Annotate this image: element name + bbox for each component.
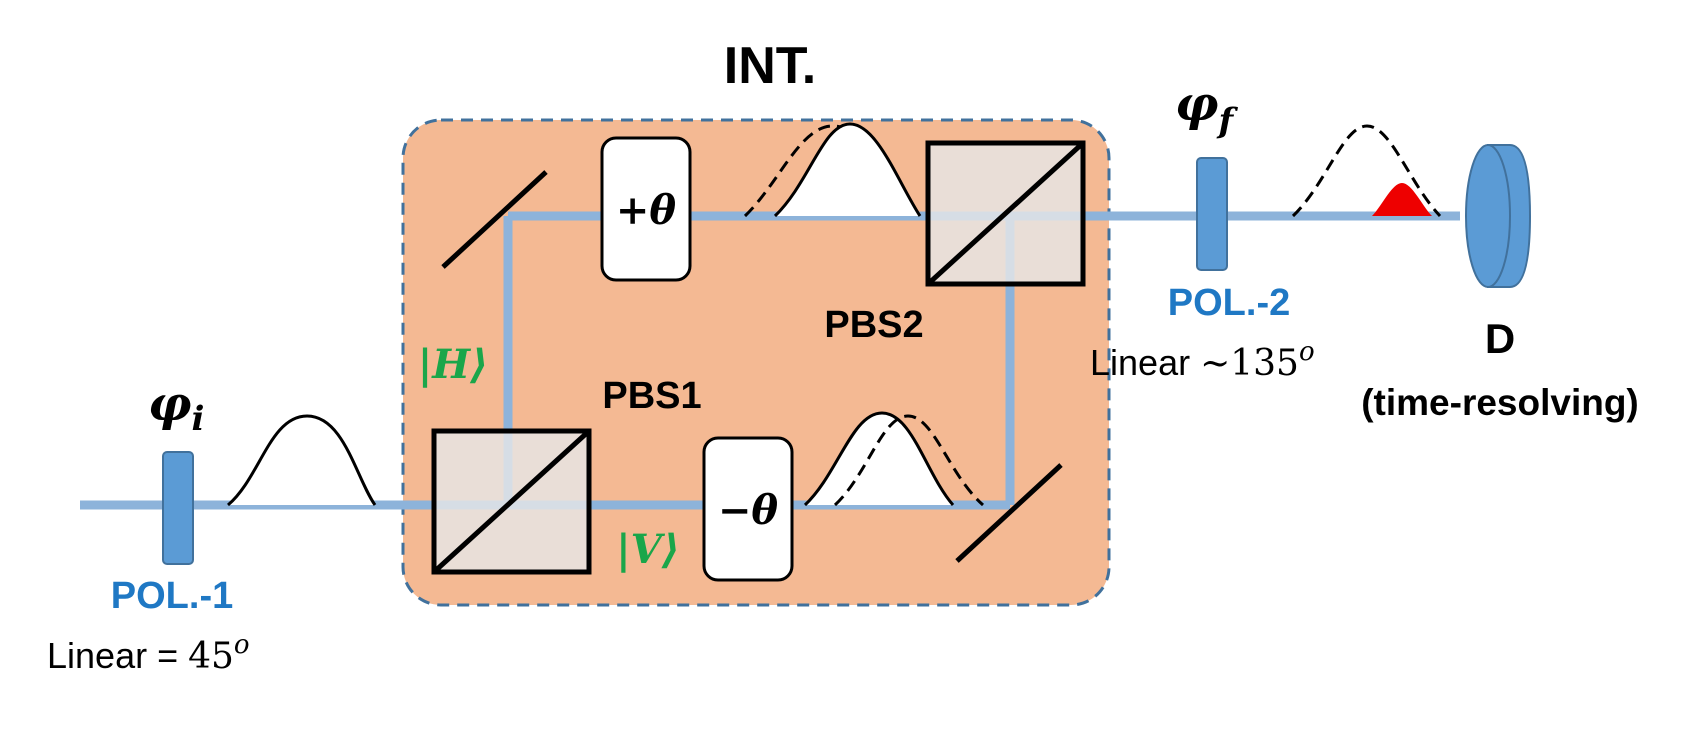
phase-plus-box — [600, 136, 692, 282]
pol1-setting: Linear = 45o — [47, 630, 250, 677]
pol1-name: POL.-1 — [111, 575, 233, 617]
phi-i-label: φi — [148, 376, 204, 439]
upper-pulse — [743, 122, 922, 218]
pol2-setting: Linear ~135o — [1090, 337, 1315, 384]
lower-mirror — [955, 463, 1063, 563]
lower-pulse — [803, 411, 984, 507]
output-pulse — [1291, 124, 1442, 218]
phase-minus-label: −θ — [718, 487, 779, 534]
detector — [1465, 144, 1532, 288]
pbs2-cube — [925, 140, 1086, 287]
detector-label: D — [1485, 315, 1515, 362]
phi-f-label: φf — [1175, 76, 1238, 141]
state-h-label: |H⟩ — [418, 341, 489, 388]
pbs2-label: PBS2 — [824, 304, 923, 346]
state-v-label: |V⟩ — [616, 526, 680, 573]
pbs1-label: PBS1 — [602, 375, 701, 417]
detector-description: (time-resolving) — [1361, 382, 1639, 423]
pbs1-cube — [431, 428, 592, 575]
polarizer-2 — [1196, 157, 1228, 271]
polarizer-1 — [162, 451, 194, 565]
pol2-name: POL.-2 — [1168, 282, 1290, 324]
upper-mirror — [441, 170, 548, 269]
phase-plus-label: +θ — [616, 187, 677, 234]
phase-minus-box — [702, 436, 794, 582]
detected-signal — [1372, 183, 1432, 216]
interferometer-label: INT. — [724, 37, 816, 95]
input-pulse — [227, 414, 377, 507]
